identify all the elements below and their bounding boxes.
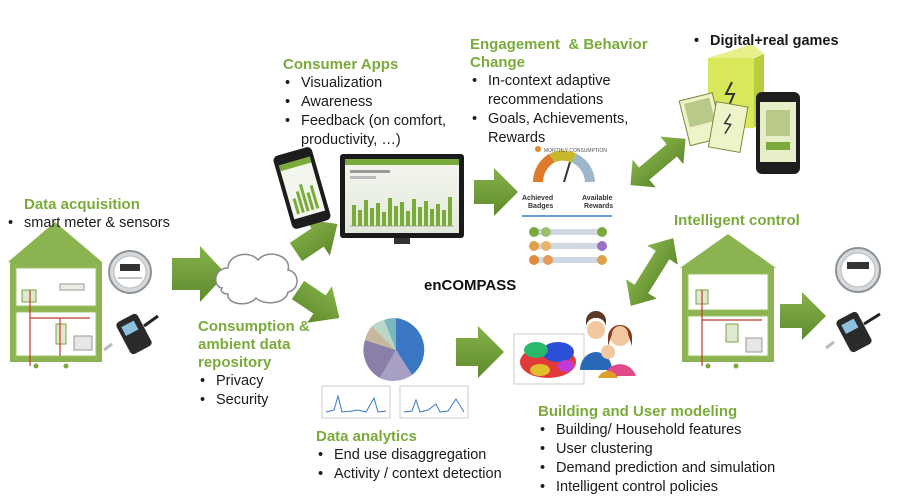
modeling-section: Building and User modeling Building/ Hou… [538, 403, 788, 497]
engagement-widget [522, 146, 612, 265]
intelligent-control-title: Intelligent control [674, 212, 800, 229]
consumer-apps-item-visualization: Visualization [283, 74, 455, 93]
game-cards-icon [678, 92, 749, 154]
modeling-item-demand: Demand prediction and simulation [538, 459, 788, 478]
cloud-repository-icon [215, 253, 298, 305]
consumption-title-line2: ambient data [198, 336, 291, 353]
data-analytics-item-activity: Activity / context detection [316, 465, 516, 484]
modeling-item-features: Building/ Household features [538, 421, 788, 440]
modeling-item-control-policies: Intelligent control policies [538, 478, 788, 497]
engagement-item-recommendations: In-context adaptive recommendations [470, 72, 650, 110]
consumption-item-security: Security [198, 391, 318, 410]
gauge-right-label-1: Available [582, 195, 613, 202]
arrow-engagement-to-control [626, 238, 678, 306]
arrow-to-engagement [474, 168, 518, 216]
engagement-item-goals: Goals, Achievements, Rewards [470, 110, 650, 148]
monitor-dashboard-icon [340, 154, 464, 244]
consumption-title-line3: repository [198, 354, 272, 371]
smart-meter-right-icon [835, 247, 881, 293]
arrow-to-data-analytics [291, 280, 340, 323]
consumption-section: Consumption & ambient data repository Pr… [198, 318, 318, 410]
smartphone-app-icon [273, 147, 331, 229]
analytics-timeseries-charts [321, 385, 469, 419]
arrow-to-modeling [456, 326, 504, 378]
consumption-title-line1: Consumption & [198, 318, 310, 335]
sensor-device-right-icon [825, 311, 881, 353]
data-acquisition-section: Data acquisition smart meter & sensors [8, 196, 204, 233]
modeling-title: Building and User modeling [538, 403, 738, 420]
analytics-pie-chart [363, 317, 425, 381]
smart-meter-icon [108, 250, 152, 294]
engagement-title-line2: Change [470, 54, 526, 71]
encompass-label: enCOMPASS [424, 277, 517, 294]
consumer-apps-section: Consumer Apps Visualization Awareness Fe… [283, 56, 455, 150]
gauge-left-label-2: Badges [528, 203, 553, 210]
gauge-left-label-1: Achieved [522, 195, 553, 202]
data-acquisition-item: smart meter & sensors [6, 214, 204, 233]
gauge-right-label-2: Rewards [584, 203, 613, 210]
games-item: Digital+real games [692, 32, 872, 51]
engagement-title-line1: Engagement & Behavior [470, 36, 648, 53]
arrow-to-devices [780, 292, 826, 340]
data-analytics-item-disaggregation: End use disaggregation [316, 446, 516, 465]
games-section: Digital+real games [692, 32, 872, 51]
consumer-apps-item-feedback: Feedback (on comfort, productivity, …) [283, 112, 455, 150]
arrow-to-consumer-apps [289, 219, 338, 262]
gauge-header: MONTHLY CONSUMPTION [544, 148, 607, 154]
house-right-icon [680, 234, 776, 369]
data-acquisition-title: Data acquisition [24, 196, 140, 213]
data-analytics-title: Data analytics [316, 428, 417, 445]
consumption-item-privacy: Privacy [198, 372, 318, 391]
sensor-device-icon [103, 313, 159, 355]
consumer-apps-title: Consumer Apps [283, 56, 399, 73]
cluster-scatter-plot [513, 333, 585, 385]
consumer-apps-item-awareness: Awareness [283, 93, 455, 112]
arrow-engagement-to-games [630, 136, 686, 188]
arrow-to-repository [172, 246, 226, 302]
house-left-icon [8, 222, 102, 369]
modeling-item-clustering: User clustering [538, 440, 788, 459]
family-users-icon [580, 310, 636, 378]
game-phone-icon [756, 92, 800, 174]
data-analytics-section: Data analytics End use disaggregation Ac… [316, 428, 516, 484]
engagement-section: Engagement & Behavior Change In-context … [470, 36, 650, 148]
